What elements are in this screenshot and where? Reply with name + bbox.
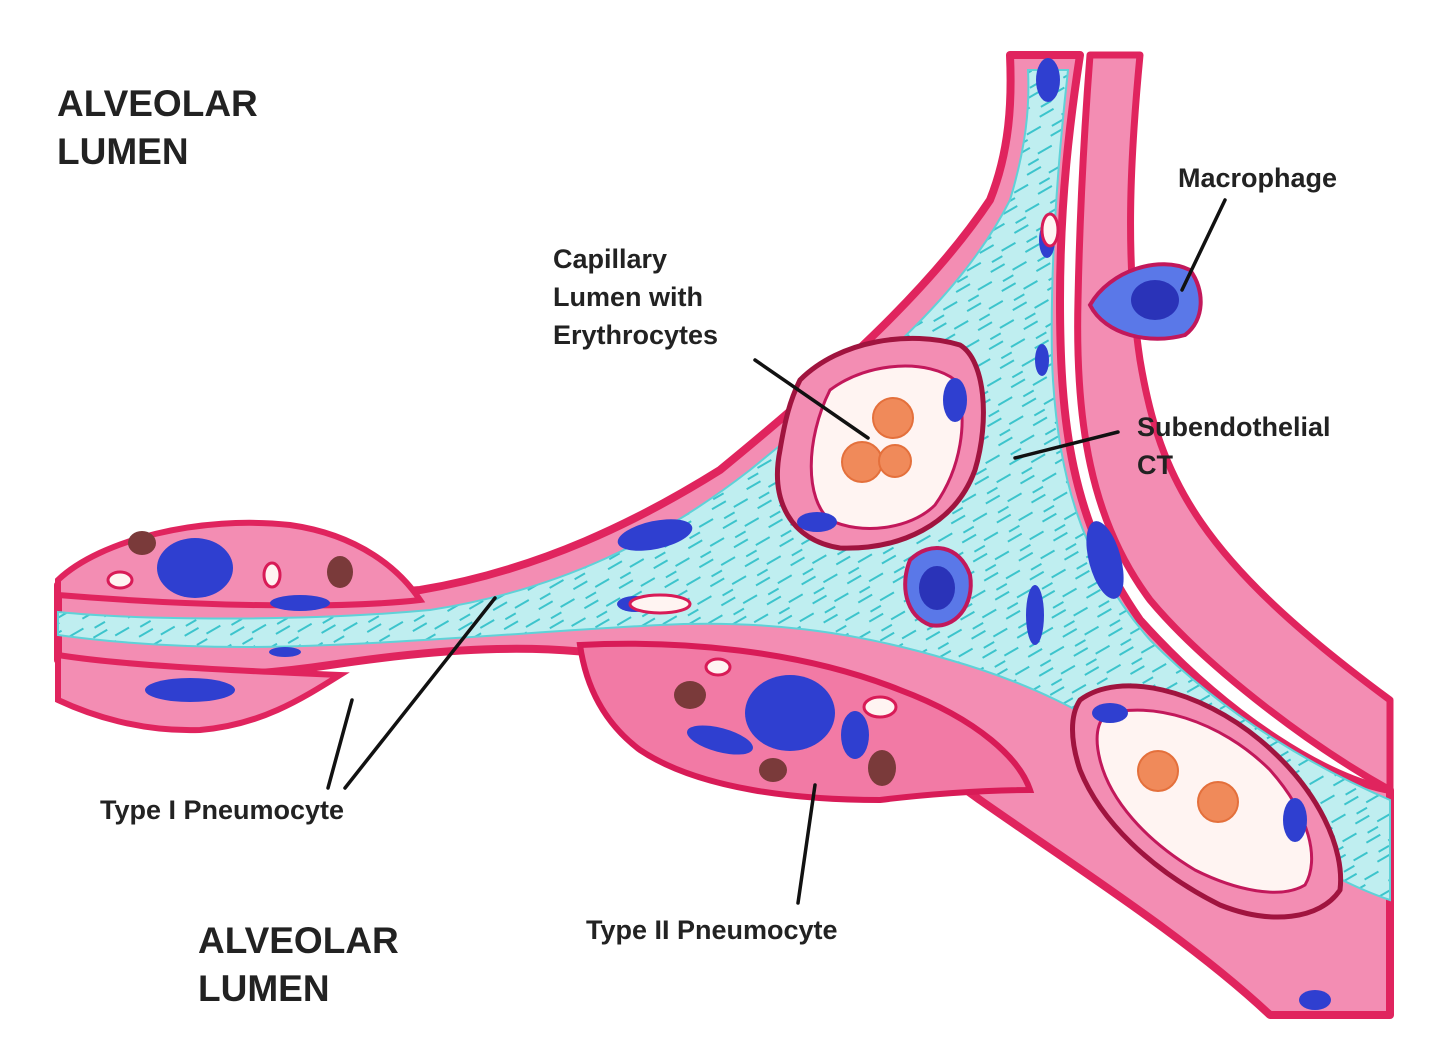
alveolar-lumen-top-line2: LUMEN <box>57 131 189 172</box>
nucleus <box>687 725 753 755</box>
nucleus <box>617 519 693 551</box>
labels: ALVEOLAR LUMEN Macrophage Capillary Lume… <box>57 83 1337 1009</box>
nucleus <box>269 647 301 657</box>
type1-leader-upper <box>343 596 497 790</box>
capillary-label-line2: Lumen with <box>553 282 703 312</box>
nucleus <box>1036 58 1060 102</box>
subendothelial-label-line2: CT <box>1137 450 1173 480</box>
type-ii-nucleus <box>745 675 835 751</box>
erythrocyte <box>1197 781 1239 823</box>
subendothelial-label-line1: Subendothelial <box>1137 412 1331 442</box>
alveolar-lumen-bottom-line2: LUMEN <box>198 968 330 1009</box>
type2-leader <box>796 783 817 905</box>
nucleus <box>1026 585 1044 645</box>
connective-tissue-core <box>57 69 1391 902</box>
nucleus <box>1299 990 1331 1010</box>
small-vessel <box>704 657 732 677</box>
macrophage-nucleus <box>1131 280 1179 320</box>
type-i-upper-nucleus <box>157 538 233 598</box>
granule <box>128 531 156 555</box>
nucleus <box>270 595 330 611</box>
erythrocyte <box>841 441 883 483</box>
small-vessel <box>862 695 898 719</box>
capillary-leader <box>753 358 870 440</box>
erythrocyte <box>1137 750 1179 792</box>
subendothelial-leader <box>1013 430 1120 460</box>
granule <box>759 758 787 782</box>
septum-tissue <box>54 51 1394 1019</box>
macrophage-label: Macrophage <box>1178 163 1337 193</box>
nucleus <box>1092 703 1128 723</box>
type-i-lower-nucleus <box>145 678 235 702</box>
macrophage-leader <box>1180 198 1227 292</box>
granule <box>868 750 896 786</box>
small-vessel <box>106 570 134 590</box>
nucleus <box>797 512 837 532</box>
interstitial-nucleus <box>919 566 955 610</box>
upper-left-cell <box>55 519 426 609</box>
type-ii-pneumocyte-label: Type II Pneumocyte <box>586 915 838 945</box>
granule <box>327 556 353 588</box>
alveolar-lumen-top-line1: ALVEOLAR <box>57 83 258 124</box>
type1-leader-lower <box>326 698 354 790</box>
nucleus <box>1086 521 1124 599</box>
small-vessels <box>106 212 1060 719</box>
nucleus <box>1283 798 1307 842</box>
small-vessel <box>1040 212 1060 248</box>
nucleus <box>841 711 869 759</box>
erythrocytes <box>841 397 1239 823</box>
leader-lines <box>326 198 1227 905</box>
type-i-pneumocyte-label: Type I Pneumocyte <box>100 795 344 825</box>
granule <box>674 681 706 709</box>
nucleus <box>943 378 967 422</box>
erythrocyte <box>878 444 912 478</box>
erythrocyte <box>872 397 914 439</box>
capillary-label-line1: Capillary <box>553 244 667 274</box>
alveolar-lumen-bottom-line1: ALVEOLAR <box>198 920 399 961</box>
granules <box>128 531 896 786</box>
nucleus <box>1035 344 1049 376</box>
small-vessel <box>262 561 282 589</box>
capillary-label-line3: Erythrocytes <box>553 320 718 350</box>
small-vessel <box>628 593 692 615</box>
